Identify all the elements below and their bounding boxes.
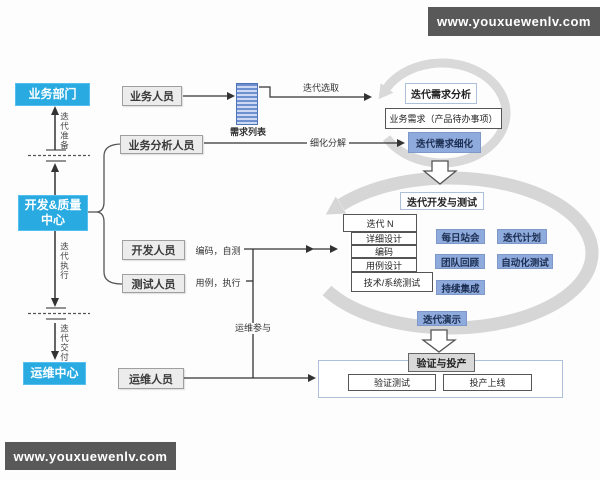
- dev-quality-center-label: 开发&质量中心: [24, 198, 82, 227]
- phase-divider-bottom: [28, 307, 90, 320]
- role-developer-label: 开发人员: [131, 245, 176, 257]
- phase-deliver-label: 迭代交付: [59, 324, 70, 362]
- go-live-label: 投产上线: [469, 378, 506, 388]
- role-business-analyst-box: 业务分析人员: [120, 135, 203, 154]
- dev-quality-center-box: 开发&质量中心: [18, 195, 88, 231]
- role-ops-box: 运维人员: [118, 368, 184, 389]
- iteration-demo-box: 迭代演示: [417, 311, 467, 326]
- release-title-label: 验证与投产: [416, 359, 467, 370]
- refine-decompose-arrow: [204, 139, 405, 147]
- stack-coding-box: 编码: [351, 245, 417, 258]
- business-req-backlog-label: 业务需求（产品待办事项）: [389, 114, 498, 124]
- stack-detail-design-label: 详细设计: [365, 234, 402, 244]
- role-ops-label: 运维人员: [129, 373, 173, 386]
- practice-automation-test-box: 自动化测试: [497, 254, 553, 269]
- analysis-loop-arrow: [378, 58, 511, 168]
- role-developer-box: 开发人员: [122, 240, 185, 260]
- center-roles-brace: [88, 143, 123, 285]
- requirement-list-icon: [236, 83, 258, 125]
- execute-phase-arrow: [51, 163, 59, 307]
- requirement-list-label: 需求列表: [229, 127, 266, 137]
- iteration-req-refine-label: 迭代需求细化: [415, 138, 473, 150]
- stack-detail-design-box: 详细设计: [351, 232, 417, 245]
- practice-continuous-integration-label: 持续集成: [441, 283, 480, 295]
- deliver-phase-arrow: [51, 323, 59, 360]
- refine-decompose-label: 细化分解: [307, 138, 349, 149]
- iteration-select-arrow: [259, 86, 372, 101]
- business-to-list-arrow: [183, 92, 235, 100]
- business-dept-box: 业务部门: [15, 83, 90, 106]
- prepare-phase-arrow: [51, 106, 59, 150]
- phase-prepare-label: 迭代准备: [59, 112, 70, 150]
- ops-participate-label: 运维参与: [231, 323, 275, 334]
- practice-iteration-plan-box: 迭代计划: [497, 229, 547, 244]
- business-dept-label: 业务部门: [28, 87, 77, 101]
- verify-test-box: 验证测试: [348, 374, 436, 391]
- code-selftest-label: 编码，自测: [195, 246, 241, 256]
- practice-daily-standup-box: 每日站会: [436, 229, 485, 244]
- iteration-n-box: 迭代 N: [343, 214, 417, 232]
- role-tester-label: 测试人员: [131, 278, 176, 291]
- watermark-top: www.youxuewenlv.com: [428, 7, 600, 36]
- verify-test-label: 验证测试: [373, 378, 410, 388]
- iteration-req-refine-box: 迭代需求细化: [408, 132, 481, 153]
- iteration-demo-label: 迭代演示: [422, 314, 461, 326]
- stack-system-test-box: 技术/系统测试: [351, 272, 433, 292]
- iteration-req-analysis-box: 迭代需求分析: [405, 83, 477, 104]
- dev-loop-title-box: 迭代开发与测试: [400, 192, 484, 210]
- stack-case-design-label: 用例设计: [365, 260, 402, 271]
- ops-participate-arrow: [184, 374, 316, 382]
- stack-case-design-box: 用例设计: [351, 258, 417, 272]
- practice-team-retro-box: 团队回顾: [435, 254, 485, 269]
- go-live-box: 投产上线: [443, 374, 532, 391]
- stack-coding-label: 编码: [374, 247, 393, 257]
- practice-team-retro-label: 团队回顾: [440, 257, 479, 269]
- case-execute-label: 用例，执行: [195, 278, 241, 288]
- release-title-box: 验证与投产: [408, 353, 475, 372]
- ops-center-box: 运维中心: [23, 362, 86, 385]
- watermark-bottom-text: www.youxuewenlv.com: [13, 448, 168, 464]
- practice-automation-test-label: 自动化测试: [501, 257, 549, 269]
- block-arrow-to-dev-loop: [422, 160, 458, 185]
- practice-daily-standup-label: 每日站会: [441, 232, 480, 244]
- dev-loop-title-label: 迭代开发与测试: [407, 197, 477, 209]
- practice-iteration-plan-label: 迭代计划: [502, 232, 541, 244]
- iteration-n-label: 迭代 N: [366, 218, 394, 229]
- stack-system-test-label: 技术/系统测试: [363, 277, 421, 288]
- watermark-bottom: www.youxuewenlv.com: [5, 442, 176, 470]
- business-req-backlog-box: 业务需求（产品待办事项）: [385, 108, 502, 129]
- watermark-top-text: www.youxuewenlv.com: [437, 14, 591, 29]
- phase-divider-top: [28, 149, 90, 162]
- iteration-select-label: 迭代选取: [302, 83, 339, 93]
- role-business-label: 业务人员: [130, 91, 174, 103]
- ops-center-label: 运维中心: [30, 366, 79, 380]
- dev-test-connector: [244, 245, 338, 378]
- phase-execute-label: 迭代执行: [59, 242, 70, 280]
- role-business-analyst-label: 业务分析人员: [128, 139, 195, 152]
- block-arrow-to-release: [421, 329, 457, 353]
- practice-continuous-integration-box: 持续集成: [436, 280, 485, 295]
- role-tester-box: 测试人员: [122, 274, 185, 293]
- iteration-req-analysis-label: 迭代需求分析: [411, 90, 471, 101]
- role-business-box: 业务人员: [122, 86, 182, 106]
